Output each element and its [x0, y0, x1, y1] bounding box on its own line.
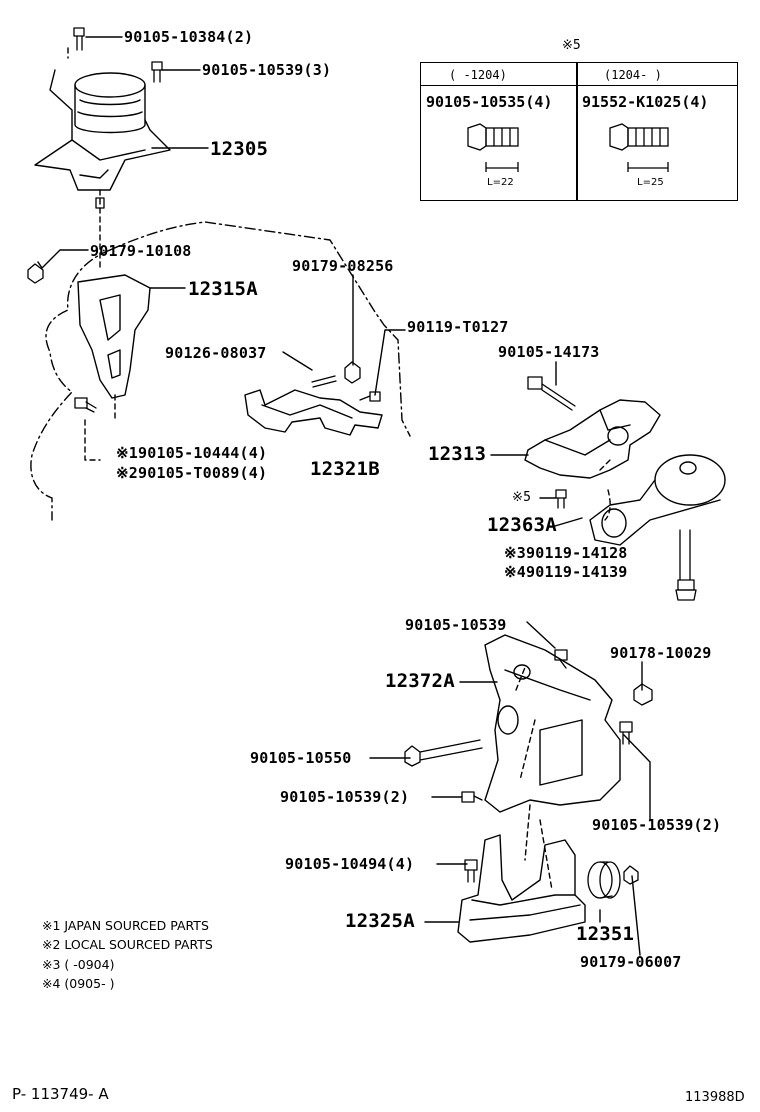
bolt-90105-10539-3	[151, 61, 163, 83]
part-label: 90105-10539(2)	[592, 816, 722, 834]
part-label: 12305	[210, 138, 269, 160]
bushing-12351	[587, 861, 621, 899]
part-label: 12313	[428, 443, 487, 465]
nut-90179-10108	[27, 263, 44, 284]
part-label: 90179-10108	[90, 242, 192, 260]
part-label: 12315A	[188, 278, 258, 300]
legend-note: ※1 JAPAN SOURCED PARTS	[42, 918, 209, 933]
alignment-dashes	[67, 47, 611, 891]
part-label: 90105-10539	[405, 616, 507, 634]
stud-90126-08037	[311, 375, 337, 388]
bracket-12313	[524, 399, 661, 479]
bracket-12315A	[77, 274, 151, 399]
bolt-90105-14173	[527, 376, 576, 411]
nut-90179-08256	[344, 361, 361, 384]
diagram-code-right: 113988D	[685, 1090, 745, 1105]
legend-note: ※3 ( -0904)	[42, 957, 115, 972]
bolt-90105-10539-left	[461, 791, 483, 803]
part-label: ※5	[512, 490, 532, 505]
engine-outline-left	[30, 249, 111, 521]
bolt-90105-10494	[464, 859, 478, 883]
engine-mount-12305	[34, 69, 171, 191]
table-col2-length: L=25	[637, 177, 664, 188]
table-marker: ※5	[562, 38, 581, 53]
bolt-90105-10539-top	[554, 649, 568, 669]
part-label: ※390119-14128	[504, 544, 628, 562]
bolt-90105-10550	[404, 739, 483, 767]
bolt-90119-14128	[675, 529, 697, 601]
nut-90179-06007	[623, 865, 639, 885]
part-label: 90126-08037	[165, 344, 267, 362]
part-label: 90105-10384(2)	[124, 28, 254, 46]
bracket-12325A	[457, 834, 586, 943]
nut-90178-10029	[633, 683, 653, 706]
legend-note: ※2 LOCAL SOURCED PARTS	[42, 937, 213, 952]
part-label: 90179-08256	[292, 257, 394, 275]
part-label: 90178-10029	[610, 644, 712, 662]
part-label: 12363A	[487, 514, 557, 536]
legend-note: ※4 (0905- )	[42, 976, 115, 991]
bracket-12372A	[484, 634, 621, 813]
bolt-90119-T0127	[359, 391, 381, 402]
table-bolt-right	[609, 123, 669, 172]
table-col1-part: 90105-10535(4)	[426, 93, 553, 111]
part-label: 90105-10494(4)	[285, 855, 415, 873]
bolt-90105-10444	[74, 397, 97, 413]
table-col1-header: ( -1204)	[449, 68, 507, 82]
part-label: 12372A	[385, 670, 455, 692]
bolt-90105-10384	[73, 27, 85, 51]
table-col2-part: 91552-K1025(4)	[582, 93, 709, 111]
table-divider-h	[421, 85, 737, 86]
variant-table: ( -1204) (1204- ) 90105-10535(4) 91552-K…	[420, 62, 738, 201]
part-label: 90105-14173	[498, 343, 600, 361]
part-label: ※490119-14139	[504, 563, 628, 581]
bolt-note5	[555, 489, 567, 509]
table-divider-v	[576, 63, 578, 200]
part-label: 12351	[576, 923, 635, 945]
part-label: 90105-10539(2)	[280, 788, 410, 806]
part-label: 90105-10539(3)	[202, 61, 332, 79]
bolt-under-12305	[95, 197, 105, 209]
diagram-code-left: P- 113749- A	[12, 1085, 109, 1103]
part-label: 12325A	[345, 910, 415, 932]
part-label: 90119-T0127	[407, 318, 509, 336]
bolt-90105-10539-right	[619, 721, 633, 745]
part-label: 90179-06007	[580, 953, 682, 971]
leader-lines	[37, 36, 651, 956]
table-bolt-left	[467, 123, 519, 172]
table-col1-length: L=22	[487, 177, 514, 188]
mount-12363A	[589, 454, 726, 546]
part-label: ※290105-T0089(4)	[116, 464, 268, 482]
part-label: 90105-10550	[250, 749, 352, 767]
engine-outline	[109, 221, 411, 437]
part-label: ※190105-10444(4)	[116, 444, 268, 462]
table-col2-header: (1204- )	[604, 68, 662, 82]
bracket-12321B	[244, 389, 383, 436]
part-label: 12321B	[310, 458, 380, 480]
